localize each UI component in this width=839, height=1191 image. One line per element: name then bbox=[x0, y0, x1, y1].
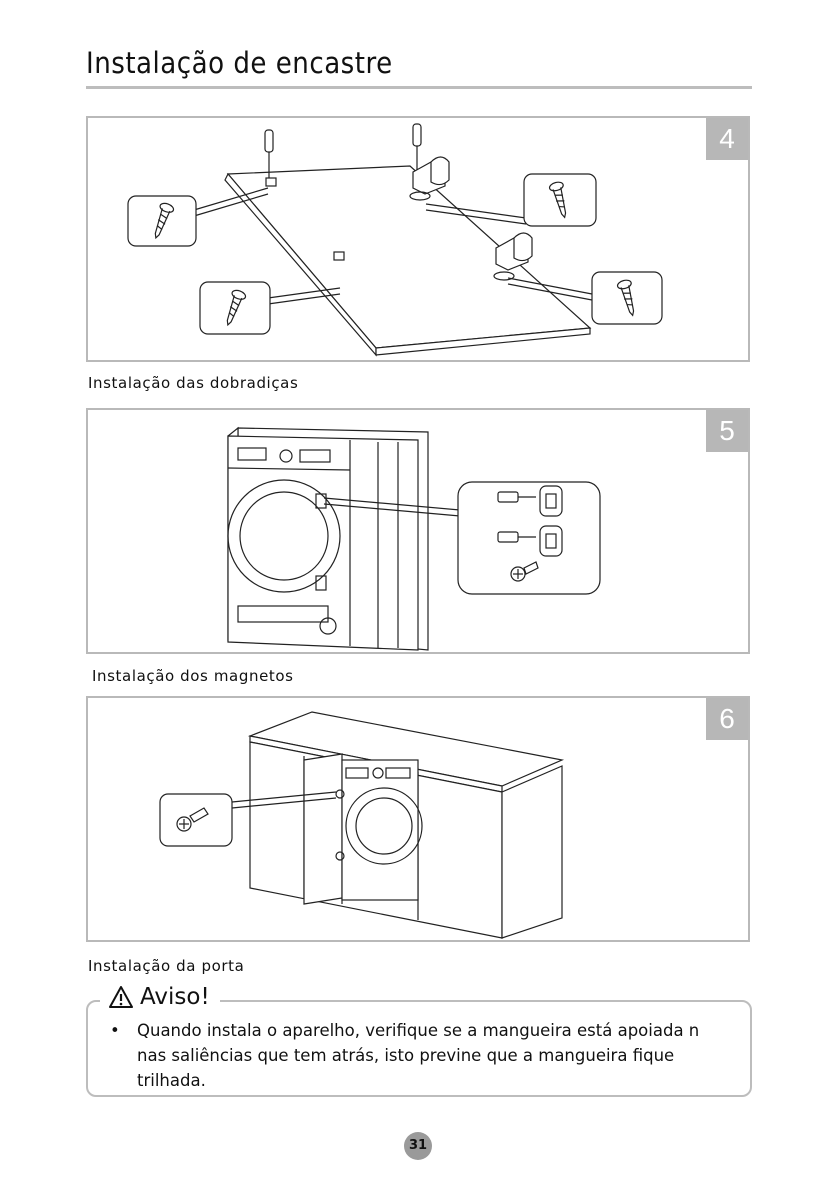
bullet-marker: • bbox=[110, 1018, 120, 1043]
warning-text: Quando instala o aparelho, verifique se … bbox=[137, 1018, 730, 1093]
step-number-badge: 4 bbox=[706, 118, 748, 160]
hinge-installation-illustration bbox=[88, 118, 752, 364]
magnet-installation-illustration bbox=[88, 410, 752, 656]
figure-magnets: 5 bbox=[86, 408, 750, 654]
warning-heading-text: Aviso! bbox=[140, 984, 210, 1010]
page-number: 31 bbox=[404, 1132, 432, 1160]
figure-caption-hinges: Instalação das dobradiças bbox=[88, 374, 298, 392]
step-number-badge: 5 bbox=[706, 410, 748, 452]
figure-caption-magnets: Instalação dos magnetos bbox=[92, 667, 294, 685]
step-number-badge: 6 bbox=[706, 698, 748, 740]
figure-hinges: 4 bbox=[86, 116, 750, 362]
warning-item: • Quando instala o aparelho, verifique s… bbox=[110, 1018, 730, 1093]
title-divider bbox=[86, 86, 752, 89]
door-installation-illustration bbox=[88, 698, 752, 944]
page-title: Instalação de encastre bbox=[86, 46, 393, 80]
warning-triangle-icon bbox=[108, 985, 134, 1009]
figure-caption-door: Instalação da porta bbox=[88, 957, 244, 975]
figure-door: 6 bbox=[86, 696, 750, 942]
warning-heading: Aviso! bbox=[100, 984, 220, 1010]
